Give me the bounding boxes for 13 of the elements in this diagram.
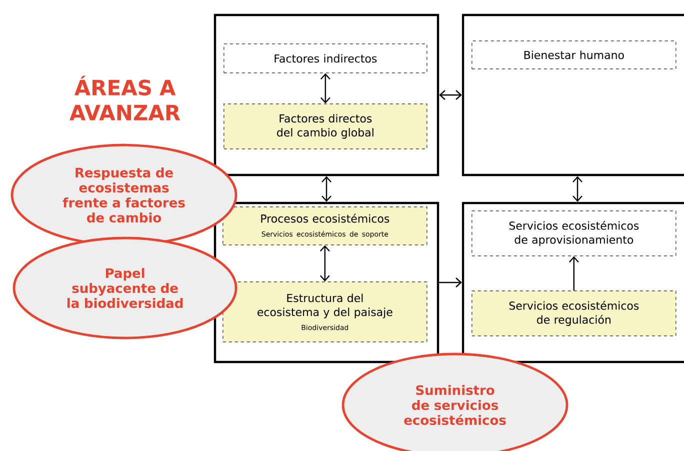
arrow — [572, 176, 582, 202]
arrow — [322, 176, 332, 202]
process-box: Bienestar humano — [472, 40, 676, 70]
arrow — [320, 245, 330, 282]
process-box: Factores directos del cambio global — [224, 104, 428, 150]
heading: ÁREAS A AVANZAR — [70, 76, 180, 120]
process-box: Factores indirectos — [224, 44, 428, 74]
arrow — [568, 256, 579, 291]
process-box: Servicios ecosistémicos de regulación — [472, 290, 676, 336]
arrow — [320, 73, 330, 104]
arrow — [439, 278, 462, 288]
arrow — [439, 90, 462, 100]
process-box: Servicios ecosistémicos de aprovisionamiento — [472, 210, 676, 256]
